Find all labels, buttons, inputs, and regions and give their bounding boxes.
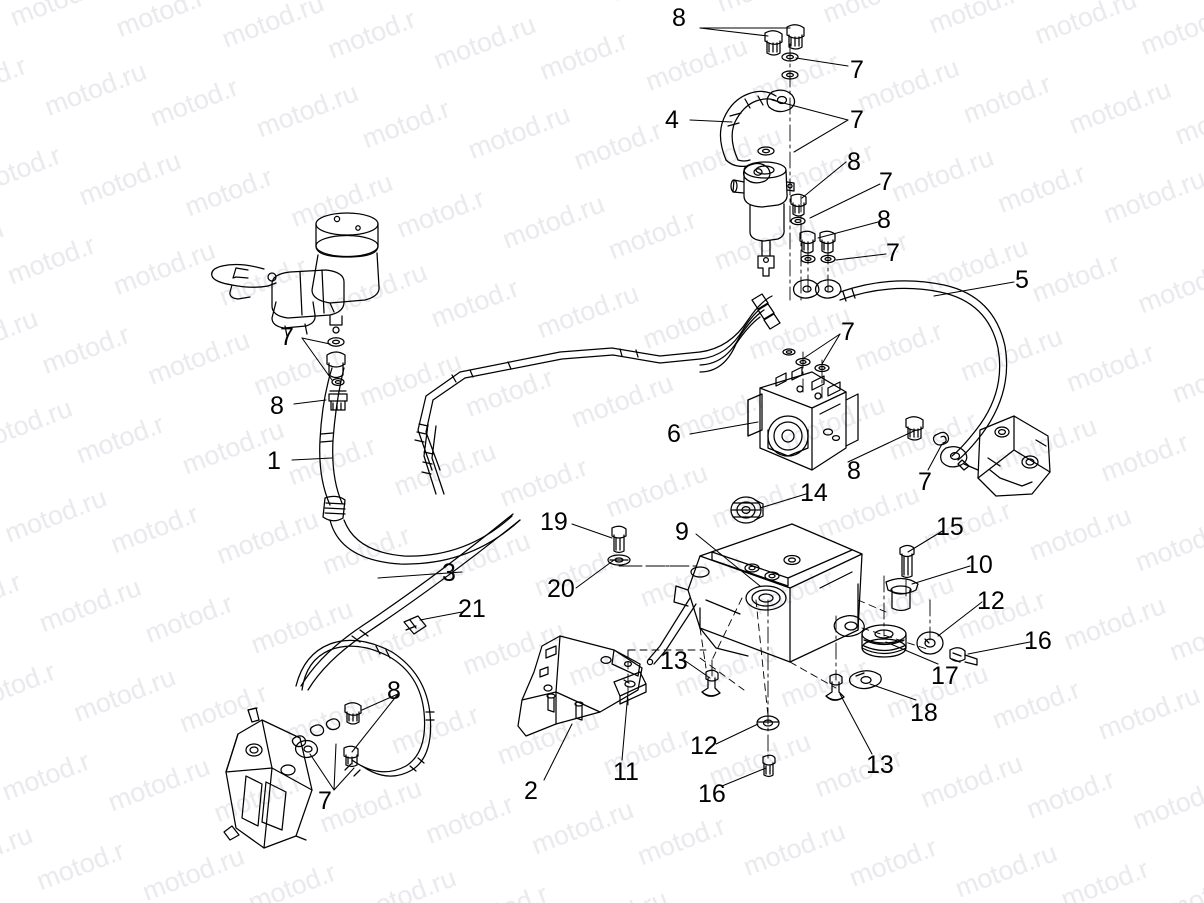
- callout-20: 20: [547, 575, 575, 603]
- callout-7: 7: [850, 106, 864, 134]
- callout-8: 8: [847, 457, 861, 485]
- callout-15: 15: [936, 513, 964, 541]
- callout-5: 5: [1015, 266, 1029, 294]
- callout-18: 18: [910, 699, 938, 727]
- callout-10: 10: [965, 551, 993, 579]
- callout-4: 4: [665, 106, 679, 134]
- callout-7: 7: [879, 168, 893, 196]
- callout-8: 8: [877, 206, 891, 234]
- callout-8: 8: [847, 148, 861, 176]
- callout-11: 11: [613, 758, 639, 786]
- callout-13: 13: [660, 647, 688, 675]
- callout-21: 21: [458, 595, 486, 623]
- callout-7: 7: [918, 468, 932, 496]
- callout-9: 9: [675, 518, 689, 546]
- callout-8: 8: [672, 4, 686, 32]
- callout-19: 19: [540, 508, 568, 536]
- callout-16: 16: [1024, 627, 1052, 655]
- callout-16: 16: [698, 780, 726, 808]
- callout-12: 12: [977, 587, 1005, 615]
- callout-1: 1: [267, 447, 281, 475]
- callout-7: 7: [280, 323, 294, 351]
- callout-17: 17: [931, 662, 959, 690]
- callout-14: 14: [800, 479, 828, 507]
- callout-7: 7: [886, 239, 900, 267]
- callout-7: 7: [850, 56, 864, 84]
- callout-7: 7: [318, 787, 332, 815]
- callout-13: 13: [866, 751, 894, 779]
- callout-6: 6: [667, 420, 681, 448]
- callout-3: 3: [442, 559, 456, 587]
- callout-12: 12: [690, 732, 718, 760]
- callout-2: 2: [524, 777, 538, 805]
- callout-8: 8: [387, 677, 401, 705]
- callout-7: 7: [841, 318, 855, 346]
- callout-8: 8: [270, 392, 284, 420]
